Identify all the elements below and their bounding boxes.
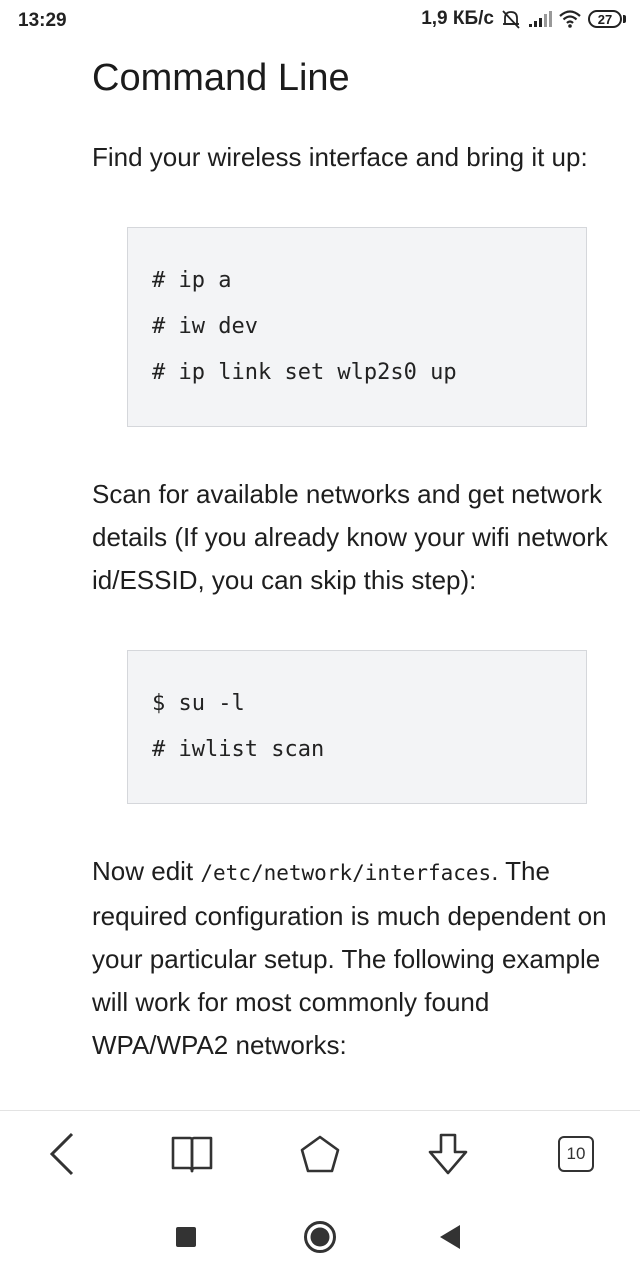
network-speed: 1,9 КБ/с bbox=[421, 8, 494, 29]
bell-muted-icon bbox=[500, 8, 522, 30]
page-title: Command Line bbox=[92, 57, 350, 99]
status-time: 13:29 bbox=[18, 10, 67, 31]
battery-icon: 27 bbox=[588, 10, 626, 28]
paragraph-text: . The required configuration is much dep… bbox=[92, 856, 607, 1060]
system-nav-bar bbox=[0, 1195, 640, 1280]
code-line: # ip a bbox=[152, 268, 232, 293]
paragraph-find-interface: Find your wireless interface and bring i… bbox=[92, 142, 588, 172]
paragraph-scan-networks: Scan for available networks and get netw… bbox=[92, 479, 608, 595]
code-block-interface: # ip a # iw dev # ip link set wlp2s0 up bbox=[127, 227, 587, 427]
paragraph-edit-interfaces: Now edit /etc/network/interfaces. The re… bbox=[92, 850, 622, 1067]
recents-icon[interactable] bbox=[166, 1219, 206, 1255]
code-line: # iw dev bbox=[152, 314, 258, 339]
browser-toolbar: 10 bbox=[0, 1110, 640, 1196]
code-line: $ su -l bbox=[152, 691, 245, 716]
status-right: 1,9 КБ/с bbox=[421, 8, 626, 30]
bookmarks-icon[interactable] bbox=[167, 1131, 217, 1177]
battery-level: 27 bbox=[588, 10, 622, 28]
tabs-count: 10 bbox=[558, 1136, 594, 1172]
status-bar: 13:29 1,9 КБ/с bbox=[0, 0, 640, 44]
tabs-button[interactable]: 10 bbox=[551, 1131, 601, 1177]
inline-code-path: /etc/network/interfaces bbox=[200, 861, 492, 885]
home-icon[interactable] bbox=[295, 1131, 345, 1177]
code-block-scan: $ su -l # iwlist scan bbox=[127, 650, 587, 804]
code-line: # ip link set wlp2s0 up bbox=[152, 360, 457, 385]
cellular-signal-icon bbox=[528, 10, 552, 28]
wifi-icon bbox=[558, 9, 582, 29]
article-content: Command Line Find your wireless interfac… bbox=[92, 52, 622, 1110]
download-icon[interactable] bbox=[423, 1131, 473, 1177]
nav-back-icon[interactable] bbox=[430, 1219, 470, 1255]
nav-home-icon[interactable] bbox=[300, 1219, 340, 1255]
paragraph-text: Now edit bbox=[92, 856, 201, 886]
back-icon[interactable] bbox=[38, 1131, 88, 1177]
code-line: # iwlist scan bbox=[152, 737, 325, 762]
